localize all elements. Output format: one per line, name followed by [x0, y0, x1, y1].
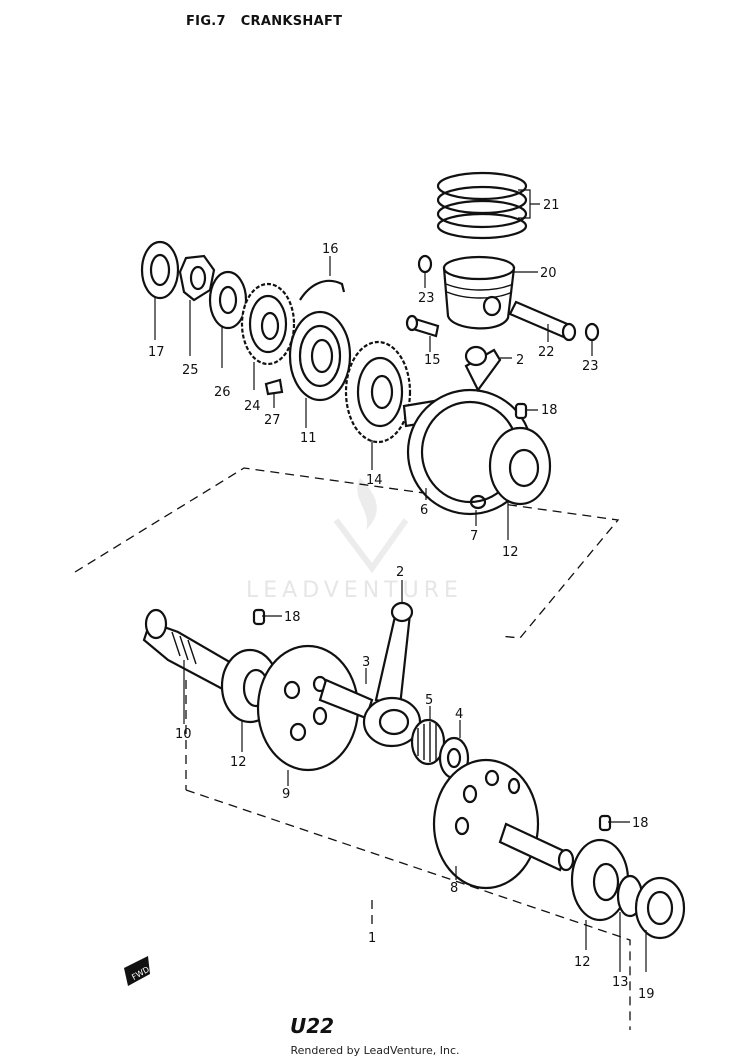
crank-gear	[344, 340, 412, 470]
callout-4: 4	[455, 707, 463, 722]
callout-17: 17	[148, 345, 165, 360]
callout-21: 21	[543, 198, 560, 213]
woodruff-key	[264, 378, 284, 396]
figure-title: FIG.7 CRANKSHAFT	[186, 14, 342, 29]
callout-6: 6	[420, 503, 428, 518]
page-code: U22	[290, 1014, 335, 1038]
callout-25: 25	[182, 363, 199, 378]
callout-3: 3	[362, 655, 370, 670]
figure-name: CRANKSHAFT	[240, 14, 343, 29]
bolt	[405, 314, 440, 352]
retaining-wire	[299, 279, 346, 301]
piston-pin	[508, 300, 577, 342]
callout-18-upper: 18	[541, 403, 558, 418]
nut	[178, 254, 216, 356]
callout-13: 13	[612, 975, 629, 990]
watermark: LEADVENTURE	[246, 578, 463, 603]
piston-rings	[436, 171, 540, 240]
circlip-right	[584, 322, 600, 342]
crankshaft-assembly-lower	[142, 580, 686, 972]
callout-12-right: 12	[574, 955, 591, 970]
callout-11: 11	[300, 431, 317, 446]
callout-22: 22	[538, 345, 555, 360]
circlip-left	[417, 254, 433, 274]
callout-14: 14	[366, 473, 383, 488]
callout-20: 20	[540, 266, 557, 281]
primary-drive-gear	[240, 282, 296, 390]
callout-5: 5	[425, 693, 433, 708]
callout-18-right: 18	[632, 816, 649, 831]
callout-23-right: 23	[582, 359, 599, 374]
callout-12-left: 12	[230, 755, 247, 770]
callout-7: 7	[470, 529, 478, 544]
figure-number: FIG.7	[186, 14, 226, 29]
callout-9: 9	[282, 787, 290, 802]
callout-2-lower: 2	[396, 565, 404, 580]
main-bearing	[288, 310, 352, 428]
callout-labels: 21 20 22 23 23 16 17 25 26 24 27 11 15 1…	[148, 198, 655, 1002]
callout-26: 26	[214, 385, 231, 400]
callout-12-upper: 12	[502, 545, 519, 560]
callout-23-left: 23	[418, 291, 435, 306]
callout-19: 19	[638, 987, 655, 1002]
watermark-logo	[333, 478, 409, 574]
callout-10: 10	[175, 727, 192, 742]
crankshaft-assembly-upper	[402, 345, 552, 540]
washer	[208, 270, 248, 368]
callout-2-upper: 2	[516, 353, 524, 368]
callout-24: 24	[244, 399, 261, 414]
front-direction-arrow: FWD	[124, 956, 151, 986]
callout-1: 1	[368, 931, 376, 946]
upper-frame-outline	[74, 467, 620, 639]
piston	[442, 255, 538, 330]
callout-18-lower: 18	[284, 610, 301, 625]
callout-15: 15	[424, 353, 441, 368]
footer-credit: Rendered by LeadVenture, Inc.	[290, 1044, 460, 1057]
oil-seal-upper	[140, 240, 180, 340]
callout-16: 16	[322, 242, 339, 257]
callout-8: 8	[450, 881, 458, 896]
lower-frame-outline	[185, 789, 631, 1030]
callout-27: 27	[264, 413, 281, 428]
